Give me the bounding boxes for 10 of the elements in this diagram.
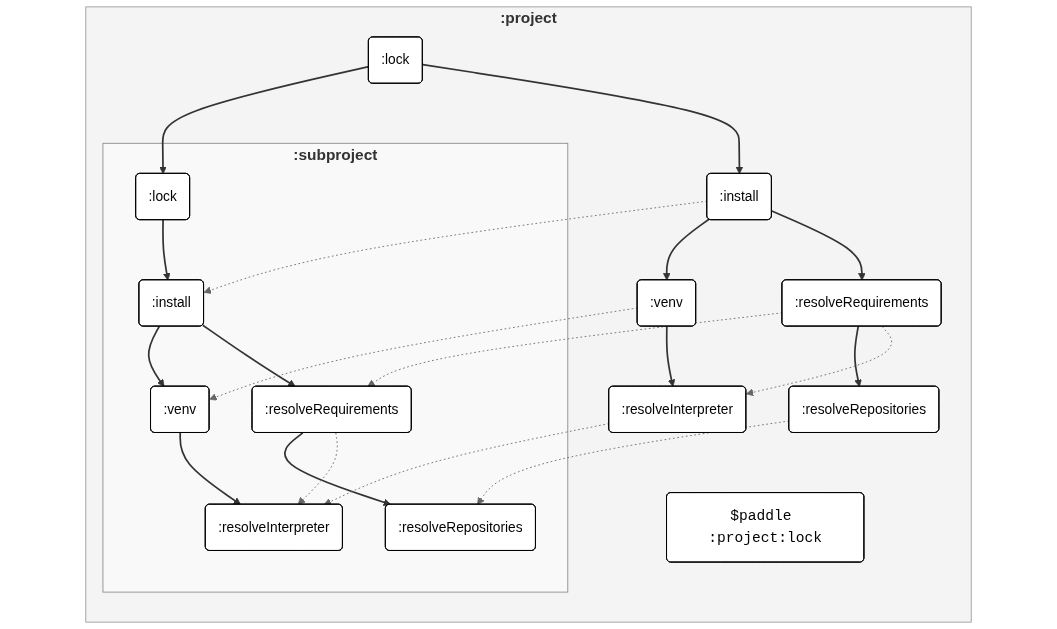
- arrow: [179, 432, 241, 505]
- arrow: [665, 325, 676, 387]
- arrow: [162, 219, 171, 281]
- arrow: [662, 218, 710, 281]
- arrow: [421, 63, 744, 175]
- arrow: [770, 210, 866, 281]
- arrow: [853, 325, 862, 387]
- arrow: [159, 65, 370, 175]
- arrow: [147, 325, 165, 387]
- arrow: [201, 324, 296, 387]
